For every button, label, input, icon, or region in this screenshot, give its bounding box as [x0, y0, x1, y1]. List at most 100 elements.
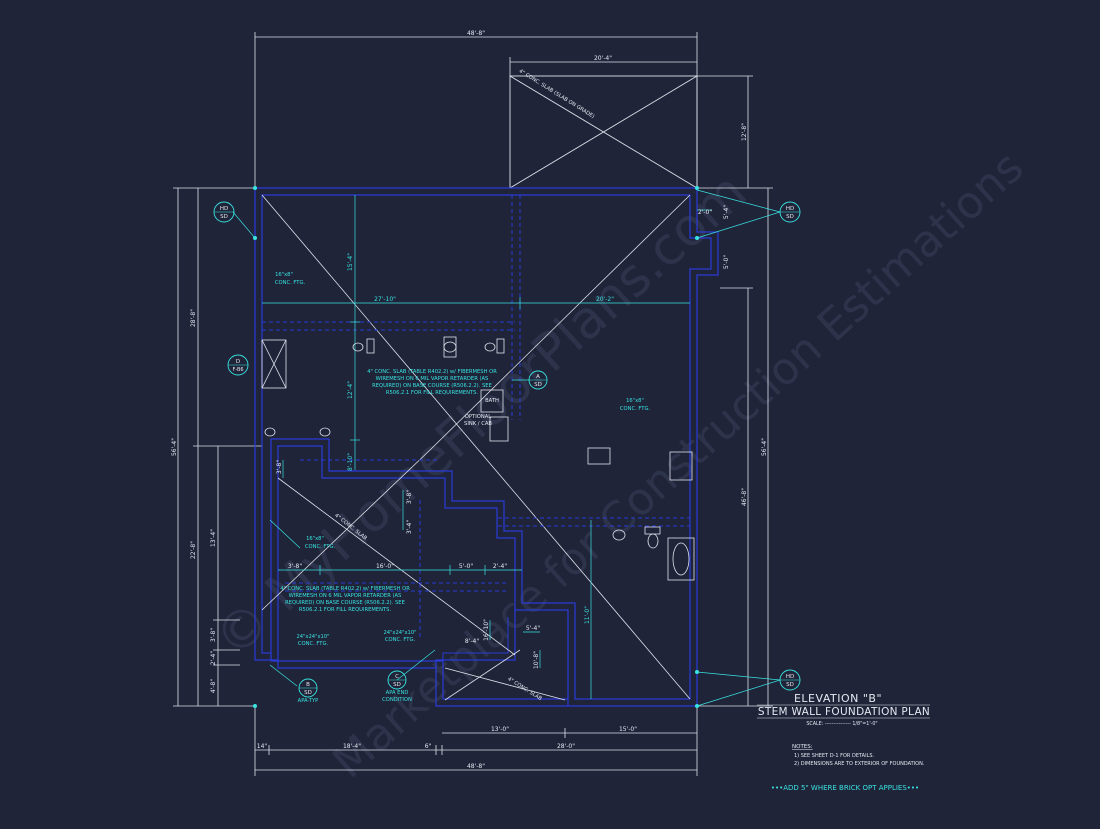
- brick-option-note: •••ADD 5" WHERE BRICK OPT APPLIES•••: [771, 784, 919, 792]
- dim-vert-c: 3'-8": [406, 490, 413, 504]
- dim-left-sub: 13'-4": [210, 529, 217, 547]
- apa-end-label-2: CONDITION: [382, 697, 412, 703]
- dim-left-total: 56'-4": [171, 438, 178, 456]
- slab-note-bottom-3: REQUIRED) ON BASE COURSE (R506.2.2). SEE: [285, 600, 405, 606]
- callout-hd-bottom-right: HD SD: [779, 669, 801, 691]
- ftg-size-b: 16"x8": [626, 398, 644, 404]
- dim-right-top: 12'-8": [741, 123, 748, 141]
- dim-right-lower: 46'-8": [741, 488, 748, 506]
- ftg-size-c: 16"x8": [306, 536, 324, 542]
- slab-note-bottom-1: 4" CONC. SLAB (TABLE R402.2) w/ FIBERMES…: [280, 586, 410, 592]
- notes-item-1: 1) SEE SHEET D-1 FOR DETAILS.: [794, 753, 875, 759]
- overall-dimension-lines: [173, 32, 773, 776]
- callout-hd-left: HD SD: [213, 201, 235, 223]
- callout-hd-left-top: HD: [220, 206, 228, 212]
- notes-heading: NOTES:: [792, 744, 813, 750]
- ftg-conc-b: CONC. FTG.: [620, 406, 651, 412]
- dim-mid-left: 27'-10": [374, 296, 396, 303]
- callout-a-top: A: [536, 374, 540, 380]
- dim-left-a: 3'-8": [210, 628, 217, 642]
- slab-note-top-4: R506.2.1 FOR FILL REQUIREMENTS.: [386, 390, 479, 396]
- slab-note-top-1: 4" CONC. SLAB (TABLE R402.2) w/ FIBERMES…: [367, 369, 497, 375]
- dim-bottom-d: 13'-0": [491, 726, 509, 733]
- callout-hd-right-bottom: SD: [786, 214, 794, 220]
- foundation-walls: [254, 187, 719, 707]
- dim-vert-d: 10'-8": [533, 651, 540, 669]
- dim-step-e: 8'-4": [465, 638, 479, 645]
- dim-mid-right: 20'-2": [596, 296, 614, 303]
- dim-garage-width: 20'-4": [594, 55, 612, 62]
- cyan-dimension-labels: 27'-10" 20'-2" 15'-4" 12'-4" 8'-10" 3'-8…: [276, 205, 730, 669]
- dim-bottom-f: 28'-0": [557, 743, 575, 750]
- dim-step-b: 16'-0": [376, 563, 394, 570]
- dim-bottom-e: 15'-0": [619, 726, 637, 733]
- dim-vert-b: 3'-8": [276, 460, 283, 474]
- callout-hd-bottom-right-top: HD: [786, 674, 794, 680]
- pad-b-size: 24"x24"x10": [383, 630, 416, 636]
- slab-note-bottom-2: WIREMESH ON 6 MIL VAPOR RETARDER (AS: [289, 593, 402, 599]
- callout-c-top: C: [395, 674, 399, 680]
- dim-inner-vert-low: 8'-10": [347, 453, 354, 471]
- dim-bottom-overall: 48'-8": [467, 763, 485, 770]
- dim-inner-vert-mid: 12'-4": [347, 381, 354, 399]
- cyan-dimension-lines: [262, 195, 712, 699]
- dim-top-overall: 48'-8": [467, 30, 485, 37]
- apa-typ-label: APA-TYP: [298, 698, 319, 704]
- pad-a-size: 24"x24"x10": [296, 634, 329, 640]
- callout-d-bottom: F-B6: [232, 367, 243, 373]
- plan-labels: 4" CONC. SLAB (SLAB ON GRADE) 16"x8" CON…: [275, 68, 651, 704]
- garage-slab: [509, 75, 698, 189]
- callout-hd-left-bottom: SD: [220, 214, 228, 220]
- callout-d-left: D F-B6: [227, 354, 249, 376]
- dim-left-b: 2'-4": [210, 651, 217, 665]
- apa-end-label-1: APA END: [386, 690, 409, 696]
- ftg-conc-a: CONC. FTG.: [275, 280, 306, 286]
- dimension-labels: 48'-8" 20'-4" 28'-8" 56'-4" 22'-8" 13'-4…: [171, 30, 768, 770]
- dim-right-total: 56'-4": [761, 438, 768, 456]
- dim-left-low: 22'-8": [190, 541, 197, 559]
- slab-note-bottom-4: R506.2.1 FOR FILL REQUIREMENTS.: [299, 607, 392, 613]
- notes-block: NOTES: 1) SEE SHEET D-1 FOR DETAILS. 2) …: [792, 744, 925, 767]
- callout-c-bottom: SD: [393, 682, 401, 688]
- dim-step-f: 5'-4": [526, 625, 540, 632]
- dim-bottom-c: 6": [425, 743, 432, 750]
- watermark: © MyHomeFloorPlans.com Marketplace for C…: [204, 142, 1034, 788]
- dim-bottom-b: 18'-4": [343, 743, 361, 750]
- ftg-size-a: 16"x8": [275, 272, 293, 278]
- sink-cab-label: SINK / CAB: [464, 421, 492, 427]
- dim-vert-f: 11'-0": [584, 606, 591, 624]
- callout-b-top: B: [306, 682, 310, 688]
- callout-c-sd: C SD: [387, 670, 407, 690]
- slab-note-top-3: REQUIRED) ON BASE COURSE (R506.2.2). SEE: [372, 383, 492, 389]
- slab-diagonals: [261, 194, 691, 701]
- title-line-2: STEM WALL FOUNDATION PLAN: [758, 706, 930, 718]
- dim-vert-e: 16'-10": [483, 619, 490, 641]
- fixtures: [261, 336, 695, 581]
- dim-left-c: 4'-8": [210, 679, 217, 693]
- dim-vert-a: 3'-4": [406, 520, 413, 534]
- pad-b-type: CONC. FTG.: [385, 637, 416, 643]
- optional-sink-label: OPTIONAL: [465, 414, 491, 420]
- callout-hd-bottom-right-bottom: SD: [786, 682, 794, 688]
- callout-a-sd: A SD: [528, 370, 548, 390]
- notes-item-2: 2) DIMENSIONS ARE TO EXTERIOR OF FOUNDAT…: [794, 761, 925, 767]
- dim-left-overall: 28'-8": [190, 309, 197, 327]
- leader-lines: [232, 189, 781, 707]
- dim-bottom-a: 14": [257, 743, 268, 750]
- dim-step-d: 2'-4": [493, 563, 507, 570]
- callout-hd-right: HD SD: [779, 201, 801, 223]
- title-scale: SCALE: --------------- 1/8"=1'-0": [806, 721, 877, 727]
- callout-a-bottom: SD: [534, 382, 542, 388]
- slab-note-top-2: WIREMESH ON 6 MIL VAPOR RETARDER (AS: [376, 376, 489, 382]
- dim-inner-vert-upper: 15'-4": [347, 253, 354, 271]
- dim-step-c: 5'-0": [459, 563, 473, 570]
- dim-right-small-c: 5'-0": [723, 255, 730, 269]
- pad-a-type: CONC. FTG.: [298, 641, 329, 647]
- title-block: ELEVATION "B" STEM WALL FOUNDATION PLAN …: [757, 692, 930, 727]
- dim-right-small-b: 5'-4": [723, 205, 730, 219]
- callout-b-sd: B SD: [298, 678, 318, 698]
- callout-b-bottom: SD: [304, 690, 312, 696]
- title-line-1: ELEVATION "B": [794, 692, 882, 705]
